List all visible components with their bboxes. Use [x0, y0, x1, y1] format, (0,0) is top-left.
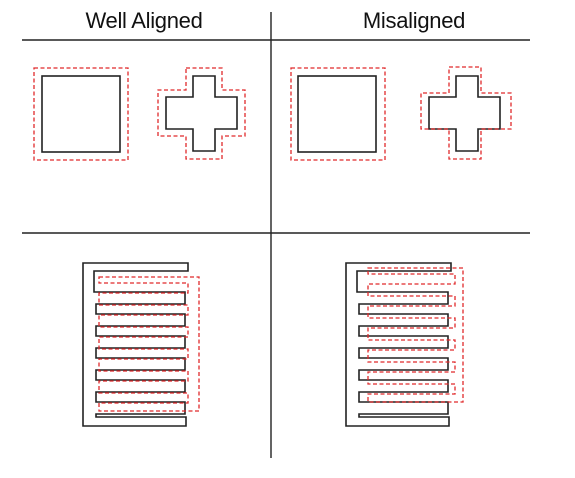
misaligned-cross — [420, 66, 512, 160]
well-aligned-square — [33, 67, 129, 161]
comb-outline — [345, 262, 452, 427]
column-title-misaligned: Misaligned — [362, 8, 466, 33]
square-overlay — [33, 67, 129, 161]
square-overlay — [290, 67, 386, 161]
well-aligned-interdigitated — [82, 262, 200, 427]
misaligned-square — [290, 67, 386, 161]
comb-overlay — [98, 276, 200, 412]
misaligned-interdigitated — [345, 262, 464, 427]
comb-outline — [82, 262, 189, 427]
cross-overlay — [157, 67, 246, 160]
well-aligned-cross — [157, 67, 246, 160]
cross-overlay — [420, 66, 512, 160]
comb-overlay — [367, 267, 464, 403]
column-title-well-aligned: Well Aligned — [85, 8, 203, 33]
square-outline — [297, 75, 377, 153]
cross-outline — [165, 75, 238, 152]
square-outline — [41, 75, 121, 153]
cross-outline — [428, 75, 501, 152]
